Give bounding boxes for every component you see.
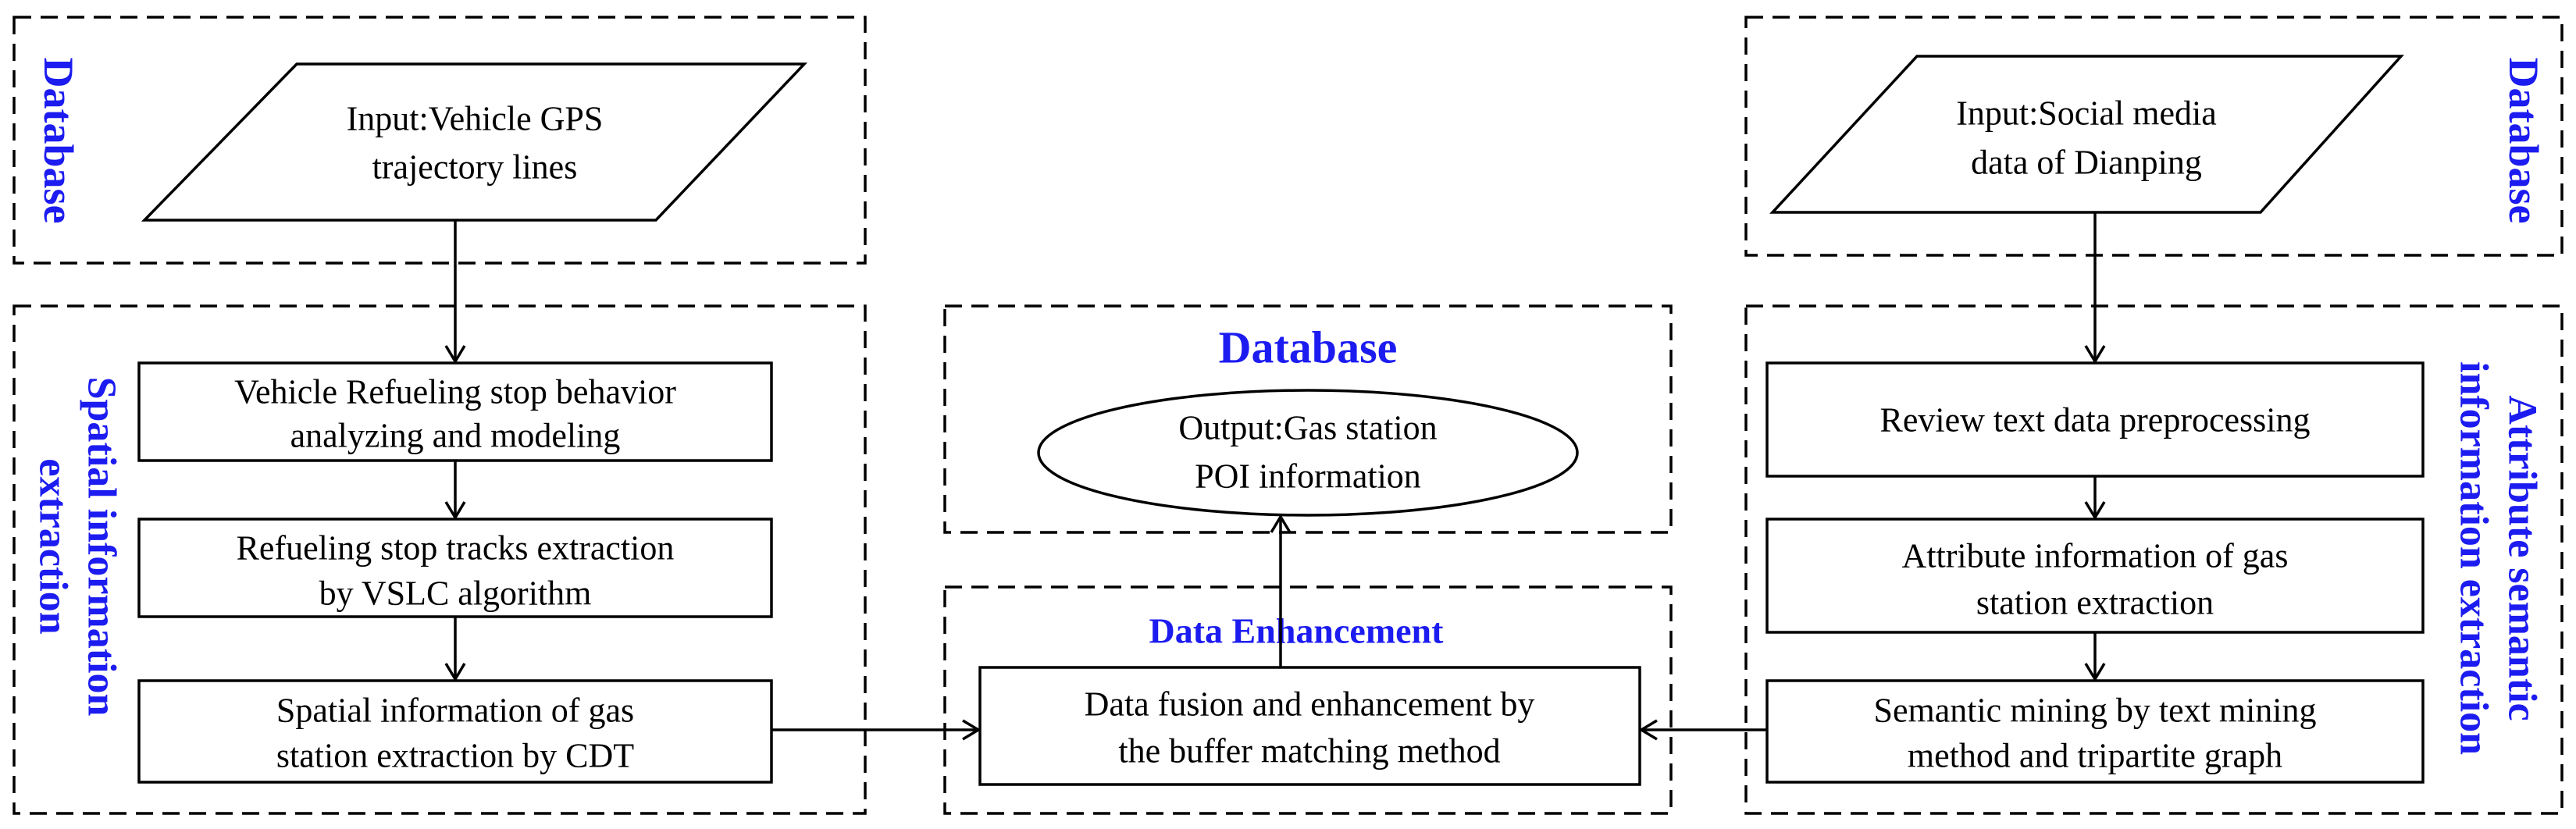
input-gps-line2: trajectory lines xyxy=(372,148,578,187)
attribute-info-line1: Attribute information of gas xyxy=(1902,537,2289,575)
spatial-extraction-label-line1: Spatial information xyxy=(80,377,124,717)
arrow-social-to-review xyxy=(2084,212,2106,365)
input-social-node: Input:Social media data of Dianping xyxy=(1769,55,2404,214)
review-preprocess-node: Review text data preprocessing xyxy=(1765,361,2425,478)
attribute-extraction-label: Attribute semantic information extractio… xyxy=(2452,361,2545,755)
left-database-label: Database xyxy=(35,58,82,224)
arrow-tracks-to-spatial xyxy=(444,617,466,682)
semantic-mining-line2: method and tripartite graph xyxy=(1908,737,2282,775)
arrow-attribute-to-semantic xyxy=(2084,632,2106,682)
attribute-extraction-group xyxy=(1744,304,2564,815)
input-social-line2: data of Dianping xyxy=(1971,144,2202,182)
spatial-info-line2: station extraction by CDT xyxy=(276,737,634,775)
spatial-extraction-label-line2: extraction xyxy=(31,458,76,634)
center-database-group xyxy=(943,304,1673,534)
arrow-spatial-to-fusion xyxy=(771,719,982,741)
data-fusion-line1: Data fusion and enhancement by xyxy=(1085,685,1535,724)
output-poi-line2: POI information xyxy=(1195,457,1421,496)
semantic-mining-line1: Semantic mining by text mining xyxy=(1873,692,2316,730)
semantic-mining-node: Semantic mining by text mining method an… xyxy=(1765,679,2425,784)
spatial-extraction-label: Spatial information extraction xyxy=(31,377,124,717)
data-fusion-line2: the buffer matching method xyxy=(1118,732,1500,770)
arrow-behavior-to-tracks xyxy=(444,461,466,521)
attribute-info-line2: station extraction xyxy=(1976,584,2214,622)
input-gps-line1: Input:Vehicle GPS xyxy=(347,100,604,138)
right-database-group xyxy=(1744,16,2564,257)
arrow-semantic-to-fusion xyxy=(1638,719,1767,741)
review-preprocess-line1: Review text data preprocessing xyxy=(1879,401,2310,439)
output-poi-node: Output:Gas station POI information xyxy=(1037,389,1579,517)
left-database-group xyxy=(12,16,867,265)
arrow-fusion-to-output xyxy=(1270,514,1292,667)
refuel-tracks-line1: Refueling stop tracks extraction xyxy=(237,529,675,567)
data-enhancement-label: Data Enhancement xyxy=(1149,611,1445,651)
data-enhancement-group xyxy=(943,585,1673,815)
refuel-behavior-line2: analyzing and modeling xyxy=(290,417,621,455)
refuel-tracks-line2: by VSLC algorithm xyxy=(319,575,592,613)
refuel-tracks-node: Refueling stop tracks extraction by VSLC… xyxy=(137,518,773,618)
center-database-label: Database xyxy=(1219,322,1398,373)
attribute-extraction-label-line2: information extraction xyxy=(2452,361,2496,755)
refuel-behavior-line1: Vehicle Refueling stop behavior xyxy=(234,373,676,411)
right-database-label: Database xyxy=(2500,58,2547,224)
refuel-behavior-node: Vehicle Refueling stop behavior analyzin… xyxy=(137,361,773,462)
input-gps-node: Input:Vehicle GPS trajectory lines xyxy=(141,62,808,222)
arrow-gps-to-behavior xyxy=(444,220,466,365)
attribute-info-node: Attribute information of gas station ext… xyxy=(1765,518,2425,634)
output-poi-line1: Output:Gas station xyxy=(1178,409,1437,447)
arrow-review-to-attribute xyxy=(2084,476,2106,521)
spatial-info-node: Spatial information of gas station extra… xyxy=(137,679,773,784)
input-social-line1: Input:Social media xyxy=(1956,94,2217,133)
data-fusion-node: Data fusion and enhancement by the buffe… xyxy=(978,666,1641,786)
spatial-info-line1: Spatial information of gas xyxy=(276,692,634,730)
spatial-extraction-group xyxy=(12,304,867,815)
attribute-extraction-label-line1: Attribute semantic xyxy=(2500,395,2545,720)
